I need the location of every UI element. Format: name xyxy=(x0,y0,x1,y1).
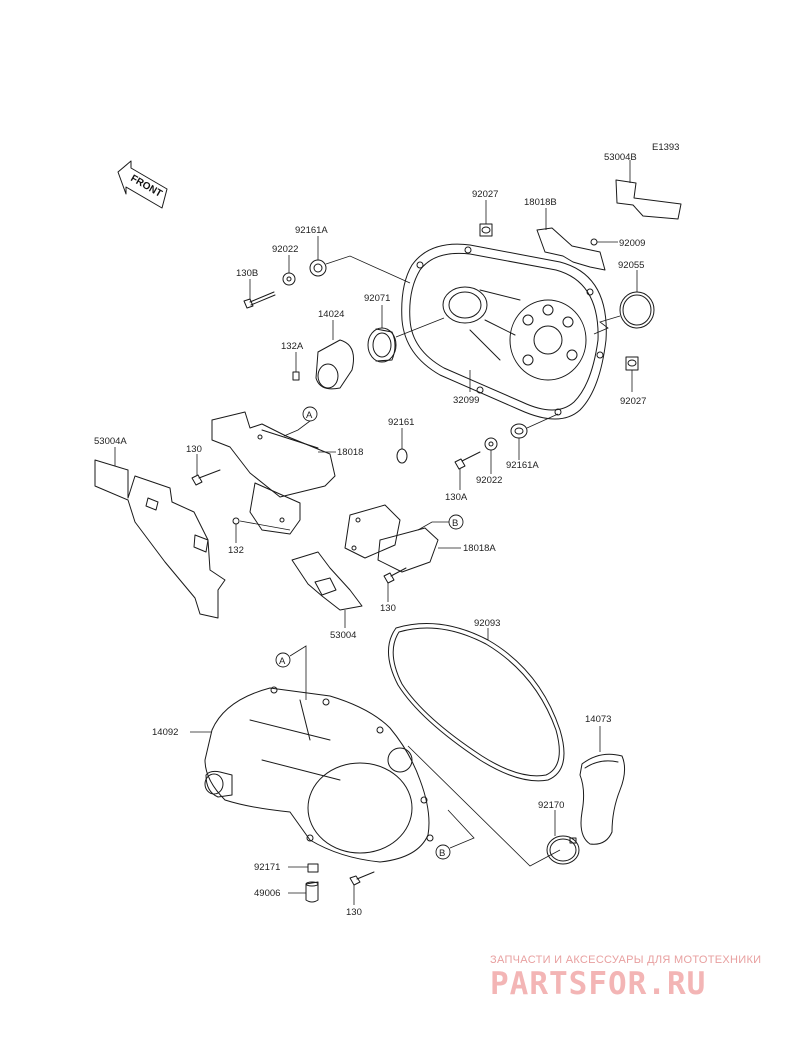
part-92009-screw xyxy=(590,238,618,246)
part-92093-gasket xyxy=(388,623,565,782)
callout-92055: 92055 xyxy=(618,260,644,271)
part-92022-mid xyxy=(484,437,498,474)
part-92055-oring xyxy=(593,270,655,335)
ref-marker-a-bottom: A xyxy=(275,645,307,700)
part-92161A-mid xyxy=(510,413,559,460)
svg-text:B: B xyxy=(452,518,458,529)
part-92171-clamp xyxy=(288,863,319,873)
callout-53004B: 53004B xyxy=(604,152,637,163)
callout-132: 132 xyxy=(228,545,244,556)
callout-53004: 53004 xyxy=(330,630,356,641)
callout-130-mid: 130 xyxy=(380,603,396,614)
part-53004A-plate xyxy=(94,447,226,619)
callout-14092: 14092 xyxy=(152,727,178,738)
part-53004B-plate xyxy=(615,160,682,220)
part-14073-duct xyxy=(579,726,626,845)
callout-130-bottom: 130 xyxy=(346,907,362,918)
callout-92022-top: 92022 xyxy=(272,244,298,255)
callout-92027-top: 92027 xyxy=(472,189,498,200)
callout-92093: 92093 xyxy=(474,618,500,629)
callout-92009: 92009 xyxy=(619,238,645,249)
svg-text:A: A xyxy=(306,410,313,421)
callout-32099: 32099 xyxy=(453,395,479,406)
callout-92170: 92170 xyxy=(538,800,564,811)
part-32099-outer-cover xyxy=(401,243,607,420)
part-130-bolt-left xyxy=(191,454,221,486)
part-92161-grommet xyxy=(396,428,408,464)
ref-marker-a-top: A xyxy=(283,406,318,437)
callout-92171: 92171 xyxy=(254,862,280,873)
callout-130-left: 130 xyxy=(186,444,202,455)
callout-18018A: 18018A xyxy=(463,543,496,554)
part-18018B-bracket xyxy=(536,208,606,271)
callout-92161A-mid: 92161A xyxy=(506,460,539,471)
callout-92027-right: 92027 xyxy=(620,396,646,407)
callout-14073: 14073 xyxy=(585,714,611,725)
part-14092-inner-cover xyxy=(190,686,561,867)
part-130A-bolt xyxy=(454,451,481,490)
part-130-bolt-bottom xyxy=(349,871,375,905)
callout-18018: 18018 xyxy=(337,447,363,458)
part-49006-hose xyxy=(288,881,319,903)
part-92022-top xyxy=(282,255,296,286)
part-92027-right xyxy=(625,356,639,392)
callout-130B: 130B xyxy=(236,268,258,279)
part-92027-top xyxy=(479,200,493,237)
part-132-bolt xyxy=(232,517,291,543)
callout-53004A: 53004A xyxy=(94,436,127,447)
watermark-brand: PARTSFOR.RU xyxy=(490,966,706,1002)
ref-marker-b-bottom: B xyxy=(435,809,475,860)
diagram-code: E1393 xyxy=(652,142,679,153)
watermark: ЗАПЧАСТИ И АКСЕССУАРЫ ДЛЯ МОТОТЕХНИКИ PA… xyxy=(490,954,761,1002)
part-14024-cap xyxy=(315,320,354,390)
callout-18018B: 18018B xyxy=(524,197,557,208)
callout-92071: 92071 xyxy=(364,293,390,304)
svg-text:A: A xyxy=(279,656,286,667)
callout-132A: 132A xyxy=(281,341,304,352)
callout-49006: 49006 xyxy=(254,888,280,899)
part-132A-bolt xyxy=(292,352,300,381)
callout-92161: 92161 xyxy=(388,417,414,428)
watermark-subtitle: ЗАПЧАСТИ И АКСЕССУАРЫ ДЛЯ МОТОТЕХНИКИ xyxy=(490,954,761,966)
callout-92161A-top: 92161A xyxy=(295,225,328,236)
front-direction-arrow: FRONT xyxy=(117,160,168,209)
callout-92022-mid: 92022 xyxy=(476,475,502,486)
ref-marker-b-top: B xyxy=(417,514,464,531)
callout-130A: 130A xyxy=(445,492,468,503)
part-130B-bolt xyxy=(243,279,276,309)
part-92170-clamp xyxy=(546,810,580,865)
callout-14024: 14024 xyxy=(318,309,344,320)
svg-text:B: B xyxy=(439,848,445,859)
part-53004-plate xyxy=(291,551,363,628)
part-18018-bracket xyxy=(211,411,439,573)
part-92071-seal xyxy=(367,305,445,363)
part-92161A-top xyxy=(309,236,411,284)
part-130-bolt-mid xyxy=(383,567,407,602)
